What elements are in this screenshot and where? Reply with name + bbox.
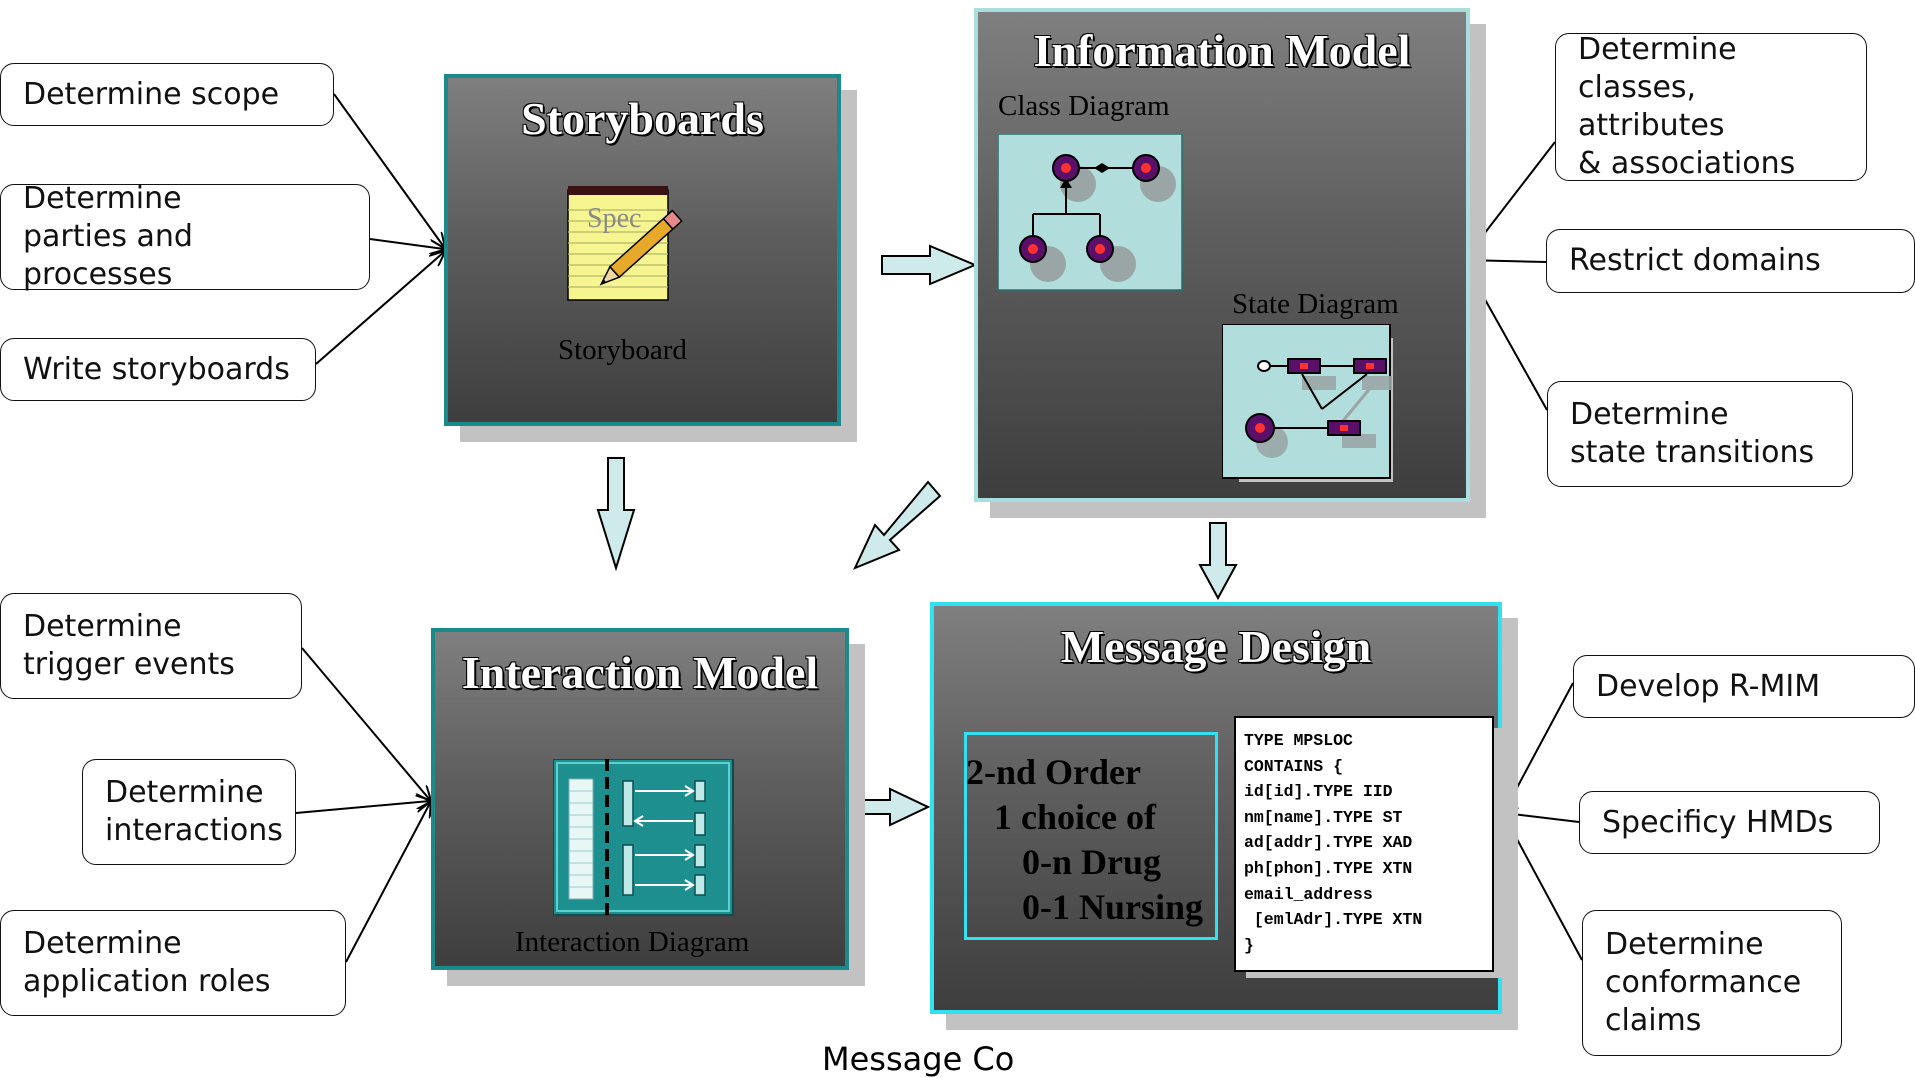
- note-determine-application-roles: Determine application roles: [0, 910, 346, 1016]
- note-determine-state-transitions: Determine state transitions: [1547, 381, 1853, 487]
- arrow-storyboards-to-interaction: [596, 457, 636, 572]
- interaction-diagram-label: Interaction Diagram: [515, 926, 750, 958]
- arrow-storyboards-to-information: [881, 244, 978, 286]
- note-determine-parties: Determine parties and processes: [0, 181, 370, 292]
- storyboard-label: Storyboard: [558, 334, 687, 366]
- storyboards-title: Storyboards: [521, 93, 764, 144]
- state-diagram-label: State Diagram: [1232, 288, 1399, 320]
- note-write-storyboards: Write storyboards: [0, 338, 316, 401]
- note-determine-classes: Determine classes, attributes & associat…: [1555, 32, 1867, 181]
- storyboards-panel: Storyboards Spec Storyboard: [444, 74, 841, 426]
- note-restrict-domains: Restrict domains: [1546, 229, 1915, 293]
- order-line-1: 2-nd Order: [966, 752, 1141, 792]
- page-caption: Message Co: [822, 1040, 1015, 1078]
- notepad-pencil-icon: Spec: [567, 186, 683, 301]
- note-determine-trigger-events: Determine trigger events: [0, 593, 302, 699]
- arrow-information-to-interaction: [853, 480, 942, 570]
- order-structure-box: [964, 732, 1218, 940]
- message-type-code: TYPE MPSLOC CONTAINS { id[id].TYPE IID n…: [1234, 716, 1494, 972]
- connector-lines: [295, 93, 1583, 963]
- message-design-panel: Message Design 2-nd Order 1 choice of 0-…: [930, 602, 1504, 1014]
- note-determine-conformance: Determine conformance claims: [1582, 910, 1842, 1056]
- note-develop-rmim: Develop R-MIM: [1573, 655, 1915, 718]
- class-diagram-graphic: [998, 134, 1183, 291]
- order-line-3: 0-n Drug: [1022, 842, 1162, 882]
- order-line-4: 0-1 Nursing: [1022, 887, 1204, 927]
- note-determine-scope: Determine scope: [0, 63, 334, 126]
- interaction-model-title: Interaction Model: [461, 647, 819, 698]
- message-design-title: Message Design: [1060, 621, 1372, 672]
- information-model-panel: Information Model Class Diagram State Di…: [974, 8, 1470, 502]
- interaction-diagram-graphic: [553, 759, 734, 917]
- note-determine-interactions: Determine interactions: [82, 759, 296, 865]
- arrow-information-to-message: [1198, 522, 1238, 601]
- interaction-model-panel: Interaction Model Interaction Diagram: [431, 628, 849, 970]
- state-diagram-graphic: [1222, 324, 1393, 482]
- class-diagram-label: Class Diagram: [998, 90, 1170, 122]
- information-model-title: Information Model: [1033, 25, 1411, 76]
- note-specificy-hmds: Specificy HMDs: [1579, 791, 1880, 854]
- order-line-2: 1 choice of: [994, 797, 1156, 837]
- spec-text: Spec: [587, 203, 641, 234]
